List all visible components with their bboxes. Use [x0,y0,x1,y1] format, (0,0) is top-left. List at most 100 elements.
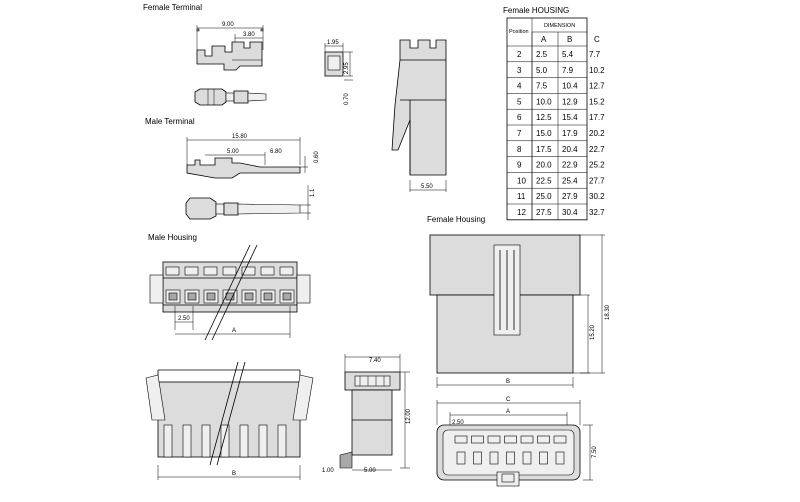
mh-side-height-dim: 12.00 [406,408,412,424]
table-value-cell: 20.4 [562,145,578,154]
table-value-cell: 15.0 [536,129,552,138]
table-value-cell: 30.4 [562,208,578,217]
table-value-cell: 7.7 [589,50,601,59]
mh-side-width-dim: 7.40 [369,358,381,364]
table-position-cell: 7 [517,129,522,138]
fh-contact-slot-lower [522,451,532,465]
table-value-cell: 2.5 [536,50,548,59]
male-housing-top-view [149,244,311,341]
fh-pitch-dim: 2.50 [452,420,464,426]
mh-front-slot [201,424,211,458]
table-value-cell: 17.9 [562,129,578,138]
ft-width-dim: 1.95 [327,40,339,46]
table-position-cell: 10 [517,176,526,185]
table-position-cell: 8 [517,145,522,154]
table-value-cell: 27.9 [562,192,578,201]
table-col-header: A [541,35,547,44]
mt-length-dim: 15.80 [232,134,248,140]
table-value-cell: 17.5 [536,145,552,154]
table-position-cell: 6 [517,113,522,122]
table-value-cell: 22.5 [536,176,552,185]
fh-a-dim: A [506,409,510,415]
mt-seg1-dim: 5.00 [227,149,239,155]
ft-crimp-dim: 3.80 [243,32,255,38]
mh-top-notch [279,266,294,276]
table-header-dimension: DIMENSION [544,23,575,29]
mh-top-notch [203,266,218,276]
fh-contact-slot-upper [537,435,550,444]
mh-a-dim: A [232,328,236,334]
table-value-cell: 15.4 [562,113,578,122]
mh-front-slot [182,424,192,458]
male-terminal-bottom-view [185,185,311,220]
female-terminal-side-view [196,25,264,71]
table-value-cell: 15.2 [589,97,605,106]
mh-b-dim: B [232,471,236,477]
fh-b-dim: B [506,379,510,385]
mt-height-dim: 0.60 [314,151,320,163]
ft-height-dim: 2.95 [344,62,350,74]
table-position-cell: 2 [517,50,522,59]
mh-front-slot [277,424,287,458]
table-value-cell: 12.7 [589,82,605,91]
fh-inner-height-dim: 15.20 [590,324,596,340]
table-value-cell: 25.0 [536,192,552,201]
table-value-cell: 25.4 [562,176,578,185]
mh-top-notch [260,266,275,276]
female-terminal-bottom-view [194,88,267,106]
table-value-cell: 32.7 [589,208,605,217]
table-value-cell: 17.7 [589,113,605,122]
table-value-cell: 22.9 [562,161,578,170]
ft-offset-dim: 0.70 [344,93,350,105]
female-housing-table-label: Female HOUSING [503,6,569,15]
table-value-cell: 22.7 [589,145,605,154]
female-terminal-end-view [324,43,353,81]
fh-contact-slot-upper [520,435,534,444]
male-housing-side-view [339,354,410,471]
table-value-cell: 7.5 [536,82,548,91]
table-value-cell: 5.4 [562,50,574,59]
fh-contact-slot-upper [504,435,517,444]
mh-top-notch [184,266,199,276]
female-housing-front-view [436,400,593,487]
table-value-cell: 20.2 [589,129,605,138]
table-position-cell: 4 [517,82,522,91]
table-value-cell: 10.0 [536,97,552,106]
male-terminal-label: Male Terminal [145,117,195,126]
mh-pitch-dim: 2.50 [178,316,190,322]
male-housing-label: Male Housing [148,233,197,242]
mh-front-slot [220,424,230,458]
fh-contact-slot-upper [471,435,484,444]
mh-top-notch [241,266,256,276]
female-housing-top-view [429,234,605,388]
housing-side-profile [391,39,447,192]
fh-contact-slot-lower [506,451,515,465]
mh-front-slot [163,424,173,458]
fh-contact-slot-upper [454,435,468,444]
table-value-cell: 12.9 [562,97,578,106]
fh-contact-slot-lower [473,451,482,465]
table-value-cell: 10.2 [589,66,605,75]
table-value-cell: 27.5 [536,208,552,217]
table-position-cell: 12 [517,208,526,217]
table-value-cell: 30.2 [589,192,605,201]
mh-top-notch [165,266,180,276]
table-header-position: Position [509,29,529,35]
fh-c-dim: C [506,397,511,403]
fh-height-dim: 18.30 [605,304,611,320]
male-housing-front-view [145,361,314,480]
fh-depth-dim: 7.50 [592,446,598,458]
fh-contact-slot-lower [539,451,548,465]
table-position-cell: 9 [517,161,522,170]
fh-contact-slot-lower [489,451,499,465]
mt-pin-dim: 1.1 [310,188,316,197]
female-housing-drawing-label: Female Housing [427,215,485,224]
table-position-cell: 11 [517,192,526,201]
male-terminal-side-view [186,137,308,179]
table-value-cell: 7.9 [562,66,574,75]
mt-seg2-dim: 6.80 [270,149,282,155]
table-position-cell: 3 [517,66,522,75]
